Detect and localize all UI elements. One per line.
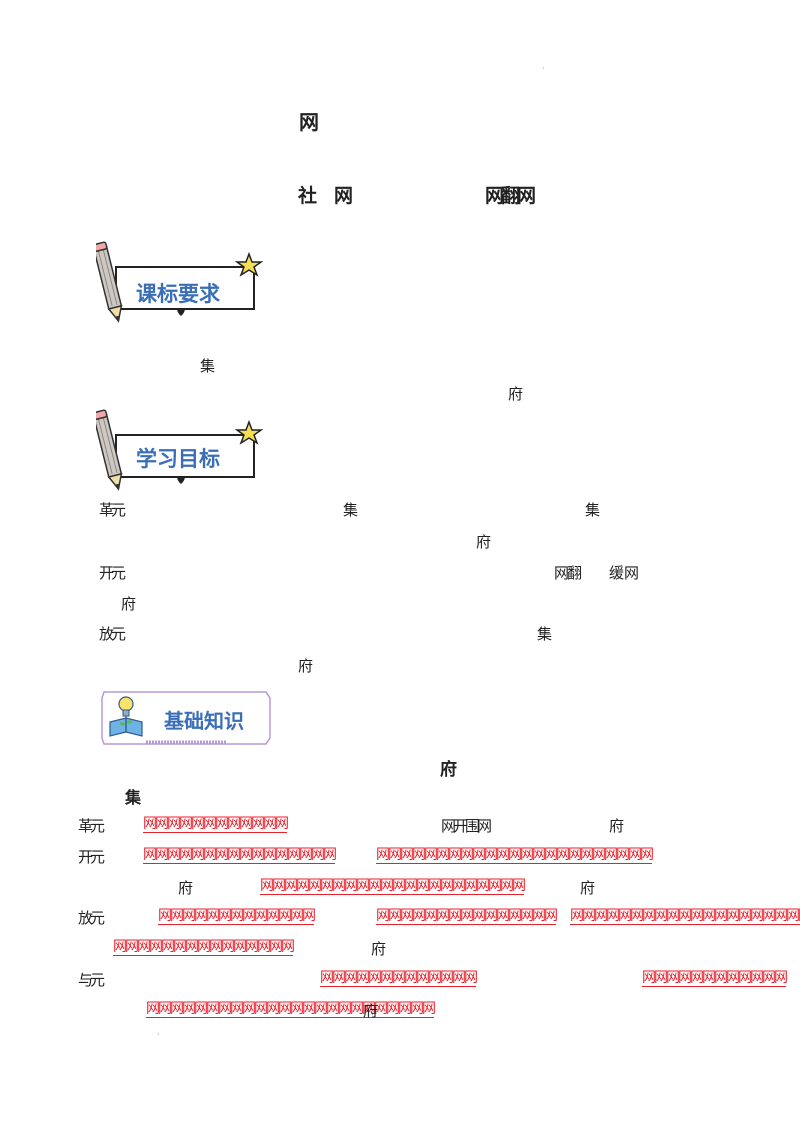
- objective-2-char: 网翻: [554, 564, 582, 582]
- answer-blank: 网网网网网网网网网网网网网网网网网网网网网网网网: [146, 1001, 436, 1018]
- footer-mark: ·: [157, 1030, 160, 1039]
- answer-blank: 网网网网网网网网网网网网网: [158, 908, 316, 925]
- curriculum-line2-char: 府: [508, 385, 524, 403]
- curriculum-banner: 课标要求: [96, 240, 266, 330]
- book-bulb-icon: [101, 691, 271, 745]
- heart-icon: [177, 476, 185, 484]
- objectives-banner-label: 学习目标: [136, 447, 220, 471]
- answer-blank: 网网网网网网网网网网网网网: [320, 970, 478, 987]
- page-title: 网: [299, 110, 319, 134]
- basics-row-3-text: 府: [178, 879, 194, 897]
- objective-2-number: 开元: [99, 564, 126, 582]
- answer-blank: 网网网网网网网网网网网网: [642, 970, 788, 987]
- objective-1-char: 集: [343, 501, 359, 519]
- objectives-banner: 学习目标: [96, 408, 266, 498]
- answer-blank: 网网网网网网网网网网网网网网网网: [143, 847, 337, 864]
- basics-banner: 基础知识: [100, 688, 272, 748]
- basics-row-5-end: 府: [371, 940, 387, 958]
- objective-3-char: 府: [298, 657, 314, 675]
- objective-1-number: 革元: [99, 501, 126, 519]
- answer-blank: 网网网网网网网网网网网网网网网: [113, 939, 295, 956]
- subtitle-right: 网翻网: [485, 185, 536, 207]
- basics-row-7-end: 府: [363, 1002, 379, 1020]
- section-heading: 府: [440, 760, 457, 780]
- star-icon: [234, 251, 264, 277]
- subtitle-mid: 网: [334, 185, 354, 207]
- objective-2-char: 府: [121, 595, 137, 613]
- heart-icon: [177, 308, 185, 316]
- curriculum-line1-char: 集: [200, 357, 216, 375]
- basics-row-1-text: 网开围网: [441, 817, 492, 835]
- answer-blank: 网网网网网网网网网网网网: [143, 816, 289, 833]
- basics-banner-label: 基础知识: [164, 709, 244, 733]
- subtitle-left: 社: [298, 185, 318, 207]
- basics-row-6-number: 与元: [78, 971, 105, 989]
- objective-1-char: 府: [476, 533, 492, 551]
- basics-row-3-end: 府: [580, 879, 596, 897]
- corner-mark: ·: [542, 64, 545, 73]
- pencil-icon: [96, 241, 264, 323]
- answer-blank: 网网网网网网网网网网网网网网网网网网网网网网: [260, 878, 526, 895]
- basics-row-1-number: 革元: [78, 817, 105, 835]
- section-subheading: 集: [125, 788, 142, 807]
- objective-3-char: 集: [537, 625, 553, 643]
- star-icon: [234, 419, 264, 445]
- answer-blank: 网网网网网网网网网网网网网网网网网网网网网网网: [376, 847, 654, 864]
- answer-blank: 网网网网网网网网网网网网网网网: [376, 908, 558, 925]
- basics-row-4-number: 放元: [78, 909, 105, 927]
- curriculum-banner-label: 课标要求: [136, 282, 220, 306]
- basics-row-2-number: 开元: [78, 848, 105, 866]
- answer-blank: 网网网网网网网网网网网网网网网网网网网网网网: [570, 908, 800, 925]
- basics-row-1-end: 府: [609, 817, 625, 835]
- objective-1-char: 集: [585, 501, 601, 519]
- pencil-icon: [96, 409, 264, 491]
- objective-3-number: 放元: [99, 625, 126, 643]
- objective-2-char: 缓网: [609, 564, 640, 582]
